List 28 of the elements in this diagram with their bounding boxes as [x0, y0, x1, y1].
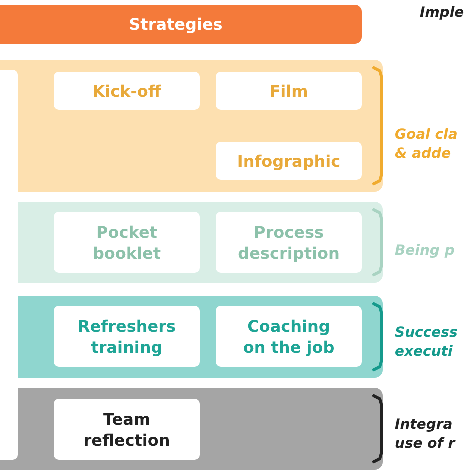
side-label: executi	[395, 343, 454, 362]
side-label: Being p	[395, 242, 455, 261]
box-text: Process description	[237, 222, 341, 264]
box-text: Pocket booklet	[92, 222, 162, 264]
strategy-box	[216, 212, 362, 273]
box-text: Team reflection	[82, 408, 172, 450]
side-label: Success	[395, 324, 458, 343]
side-label: Integra	[395, 416, 454, 435]
strategy-box	[54, 72, 200, 110]
strategy-box	[54, 399, 200, 460]
strategy-box	[216, 142, 362, 180]
column-heading: Imple	[420, 5, 464, 21]
strategy-box	[216, 306, 362, 367]
category-band	[0, 60, 383, 192]
box-text: Coaching on the job	[242, 316, 336, 358]
box-text: Film	[270, 80, 308, 102]
box-text: Kick-off	[92, 80, 162, 102]
box-text: Infographic	[237, 150, 341, 172]
box-text: Refreshers training	[76, 316, 178, 358]
header-bar	[0, 5, 362, 44]
side-label: & adde	[395, 145, 452, 164]
strategy-box	[54, 212, 200, 273]
side-label: Goal cla	[395, 126, 458, 145]
box-text: Strategies	[129, 14, 223, 35]
strategy-box	[54, 306, 200, 367]
side-label: use of r	[395, 435, 456, 454]
category-band	[0, 388, 383, 470]
strategy-box	[216, 72, 362, 110]
